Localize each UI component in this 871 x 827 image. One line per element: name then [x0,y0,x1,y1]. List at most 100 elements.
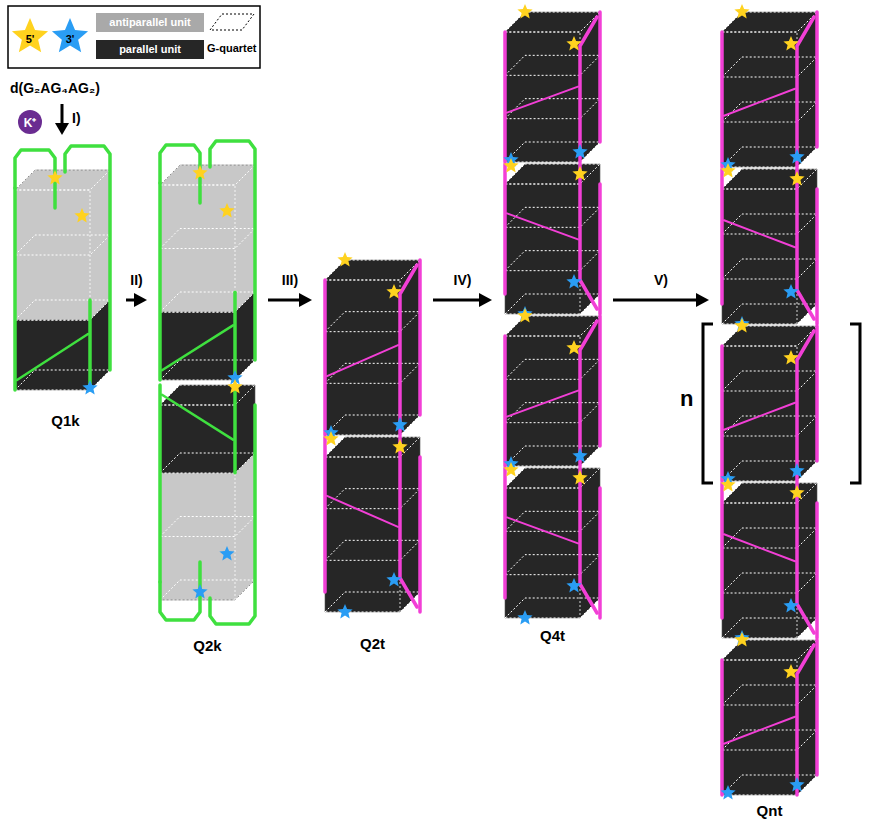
arrow-head [696,293,709,307]
parallel-unit [722,12,817,167]
strand [724,534,795,561]
parallel-unit [160,385,255,473]
step-label-holder: IV) [452,272,474,288]
strand [598,184,602,314]
cube-edge [505,32,580,162]
arrow-head [55,123,69,135]
cube-edge [722,660,797,795]
antiparallel-unit [160,453,255,600]
legend-swatch: parallel unit [96,40,204,59]
cube-edge [722,32,797,167]
structure-node: Q4t [495,5,610,645]
repeat-label-holder: n [680,386,693,412]
end-star [386,284,401,298]
g-quartet-plane [505,468,600,488]
end-star [392,417,407,431]
end-star [789,171,804,185]
connector-line [613,299,698,302]
g-quartet-plane [325,540,420,560]
strand [162,395,233,440]
g-quartet-plane [505,446,600,466]
g-quartet-plane [722,618,817,638]
strand [724,89,795,116]
end-star [503,158,518,172]
g-quartet-plane [722,12,817,32]
repeat-label: n [680,386,693,412]
structure-node: Q2k [150,140,265,655]
cube-edge [325,280,400,435]
potassium-ion [18,110,42,134]
g-quartet-plane [325,592,420,612]
step-label: V) [652,272,670,288]
step-connector [268,293,312,307]
ion-label-holder: K⁺ [24,114,37,131]
end-star [12,18,48,52]
parallel-unit [722,640,817,795]
strand [17,334,88,380]
strand [724,403,795,430]
structure-label: Q4t [540,627,565,645]
strand [580,17,597,162]
g-quartet-plane [722,326,817,346]
g-quartet-plane [15,300,110,320]
cube-edge [722,503,797,638]
end-star [572,166,587,180]
repeat-bracket [850,324,860,483]
strand [418,260,422,415]
end-star [323,431,338,445]
end-star [734,632,749,646]
step-connector [613,293,709,307]
cube-edge [505,336,580,466]
cube-edge [722,346,797,481]
g-quartet-plane [505,316,600,336]
step-connector [433,293,492,307]
strand [418,457,422,612]
g-quartet-plane [505,359,600,379]
cube-edge [15,320,90,390]
cube-edge [505,488,580,618]
legend-text: 3' [66,33,75,45]
end-star [74,208,89,222]
sequence-label: d(G₂AG₄AG₂) [10,80,100,96]
strand [400,265,417,435]
strand [598,316,602,446]
g-quartet-plane [722,573,817,593]
antiparallel-unit [15,170,110,320]
structure-node: Qnt [712,5,827,820]
g-quartet-plane [15,235,110,255]
legend-text-holder: 5' [26,33,35,45]
step-label: I) [72,110,81,126]
parallel-unit [505,316,600,466]
g-quartet-plane [325,312,420,332]
strand [233,292,237,380]
structure-label: Q2k [193,637,221,655]
g-quartet-plane [325,489,420,509]
end-star [566,578,581,592]
g-quartet-plane [505,55,600,75]
legend-text: antiparallel unit [96,13,204,32]
parallel-unit [325,260,420,435]
end-star [337,604,352,618]
strand [503,164,507,294]
step-label: IV) [452,272,474,288]
strand [797,645,814,795]
structure-label: Qnt [757,802,783,820]
g-quartet-sample [210,14,254,30]
end-star [783,598,798,612]
cube-edge [505,184,580,314]
end-star [227,379,242,393]
end-star [517,610,532,624]
strand [507,391,578,417]
g-quartet-plane [722,147,817,167]
g-quartet-plane [160,229,255,249]
end-star [720,785,735,799]
cube-edge [160,473,235,600]
arrow-head [299,293,312,307]
end-star [566,36,581,50]
strand [815,640,819,775]
strand [724,717,795,744]
strand [327,496,398,527]
strand [160,562,200,620]
g-quartet-plane [15,170,110,190]
